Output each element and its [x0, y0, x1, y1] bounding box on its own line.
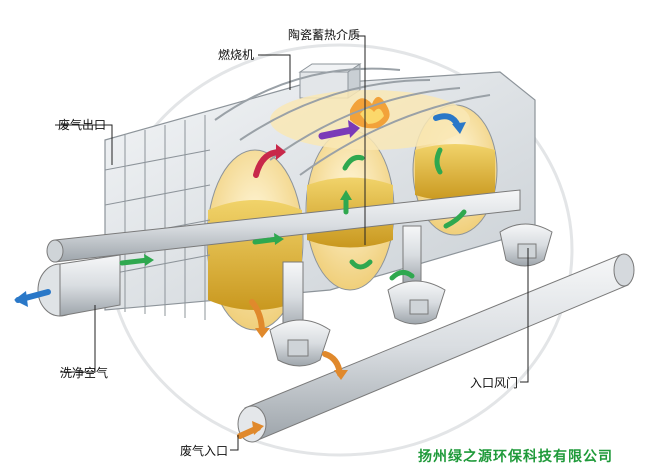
hoop-ribs [214, 67, 491, 176]
arrow-purple [318, 126, 356, 140]
leader-exhaust-inlet [230, 435, 239, 451]
label-clean-air: 洗净空气 [60, 366, 109, 380]
arrow-pipe-1 [119, 257, 151, 266]
company-name: 扬州绿之源环保科技有限公司 [418, 449, 613, 465]
damper-2 [409, 299, 429, 315]
arrow-mid-1 [342, 155, 365, 171]
label-burner: 燃烧机 [218, 48, 255, 62]
leader-inlet-damper [520, 248, 529, 383]
arrow-mid-4 [389, 270, 415, 281]
damper-3 [517, 243, 537, 259]
leader-ceramic [355, 35, 366, 245]
arrow-right-1 [434, 147, 443, 175]
ceramic-bed-right [415, 144, 495, 201]
exhaust-inlet-pipe [237, 253, 635, 443]
leader-clean-air [60, 305, 96, 373]
arrow-right-2 [443, 209, 467, 229]
leader-exhaust-outlet [55, 124, 113, 165]
label-exhaust-outlet: 废气出口 [58, 118, 107, 132]
damper-1 [287, 339, 309, 357]
flow-arrows [14, 113, 467, 439]
flame-icon [350, 96, 390, 129]
label-ceramic-media: 陶瓷蓄热介质 [288, 28, 361, 42]
arrow-mid-3 [349, 259, 373, 270]
label-inlet-damper: 入口风门 [470, 376, 519, 390]
leader-burner [258, 54, 291, 90]
label-exhaust-inlet: 废气入口 [180, 444, 229, 458]
leader-lines [55, 35, 529, 451]
inlet-dampers [287, 243, 537, 357]
exhaust-outlet-cylinder [37, 254, 121, 317]
arrow-pipe-2 [252, 236, 281, 245]
